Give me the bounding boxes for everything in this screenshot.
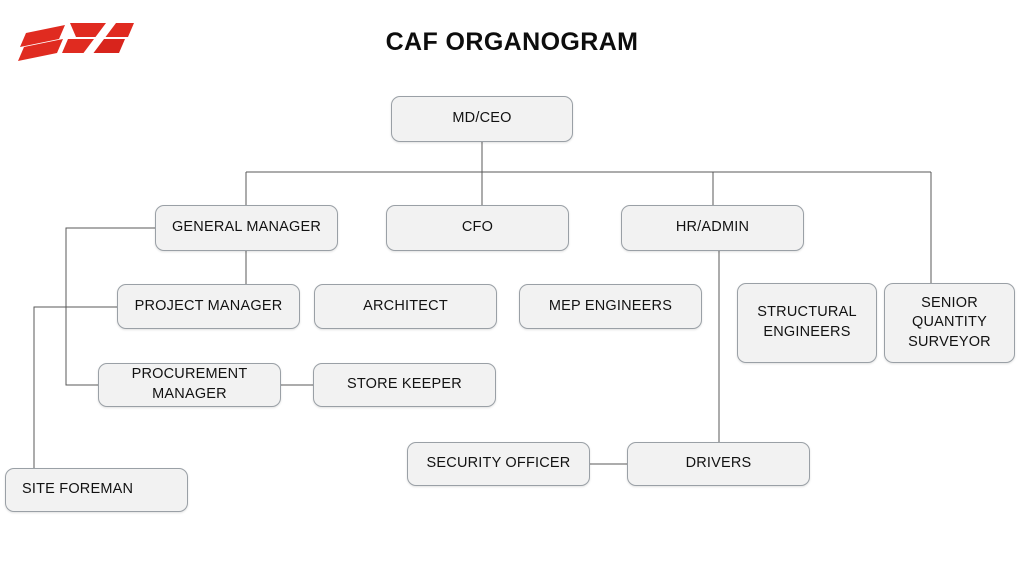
caf-logo-shapes xyxy=(18,23,134,61)
node-label: SENIOR QUANTITY SURVEYOR xyxy=(908,294,991,350)
node-label: CFO xyxy=(461,219,494,236)
node-security-officer[interactable]: SECURITY OFFICER xyxy=(407,442,590,486)
node-label: STRUCTURAL ENGINEERS xyxy=(757,304,857,340)
node-procurement-manager[interactable]: PROCUREMENT MANAGER xyxy=(98,363,281,407)
node-architect[interactable]: ARCHITECT xyxy=(314,284,497,329)
node-label: SECURITY OFFICER xyxy=(426,455,571,472)
node-structural-engineers[interactable]: STRUCTURAL ENGINEERS xyxy=(737,283,877,363)
node-hr-admin[interactable]: HR/ADMIN xyxy=(621,205,804,251)
node-label: STORE KEEPER xyxy=(347,376,462,393)
node-site-foreman[interactable]: SITE FOREMAN xyxy=(5,468,188,512)
node-label: MEP ENGINEERS xyxy=(548,297,673,314)
caf-logo xyxy=(18,23,134,61)
node-project-manager[interactable]: PROJECT MANAGER xyxy=(117,284,300,329)
node-label: GENERAL MANAGER xyxy=(171,219,322,236)
node-mep-engineers[interactable]: MEP ENGINEERS xyxy=(519,284,702,329)
node-label: ARCHITECT xyxy=(363,297,448,314)
node-md-ceo[interactable]: MD/CEO xyxy=(391,96,573,142)
node-label: HR/ADMIN xyxy=(675,219,750,236)
node-label: DRIVERS xyxy=(685,455,752,472)
node-label: SITE FOREMAN xyxy=(22,481,134,498)
page-title: CAF ORGANOGRAM xyxy=(385,28,639,56)
node-label: PROJECT MANAGER xyxy=(134,297,283,314)
node-store-keeper[interactable]: STORE KEEPER xyxy=(313,363,496,407)
node-drivers[interactable]: DRIVERS xyxy=(627,442,810,486)
node-senior-quantity-surveyor[interactable]: SENIOR QUANTITY SURVEYOR xyxy=(884,283,1015,363)
node-general-manager[interactable]: GENERAL MANAGER xyxy=(155,205,338,251)
node-label: PROCUREMENT MANAGER xyxy=(131,366,248,402)
node-label: MD/CEO xyxy=(452,110,512,127)
node-cfo[interactable]: CFO xyxy=(386,205,569,251)
